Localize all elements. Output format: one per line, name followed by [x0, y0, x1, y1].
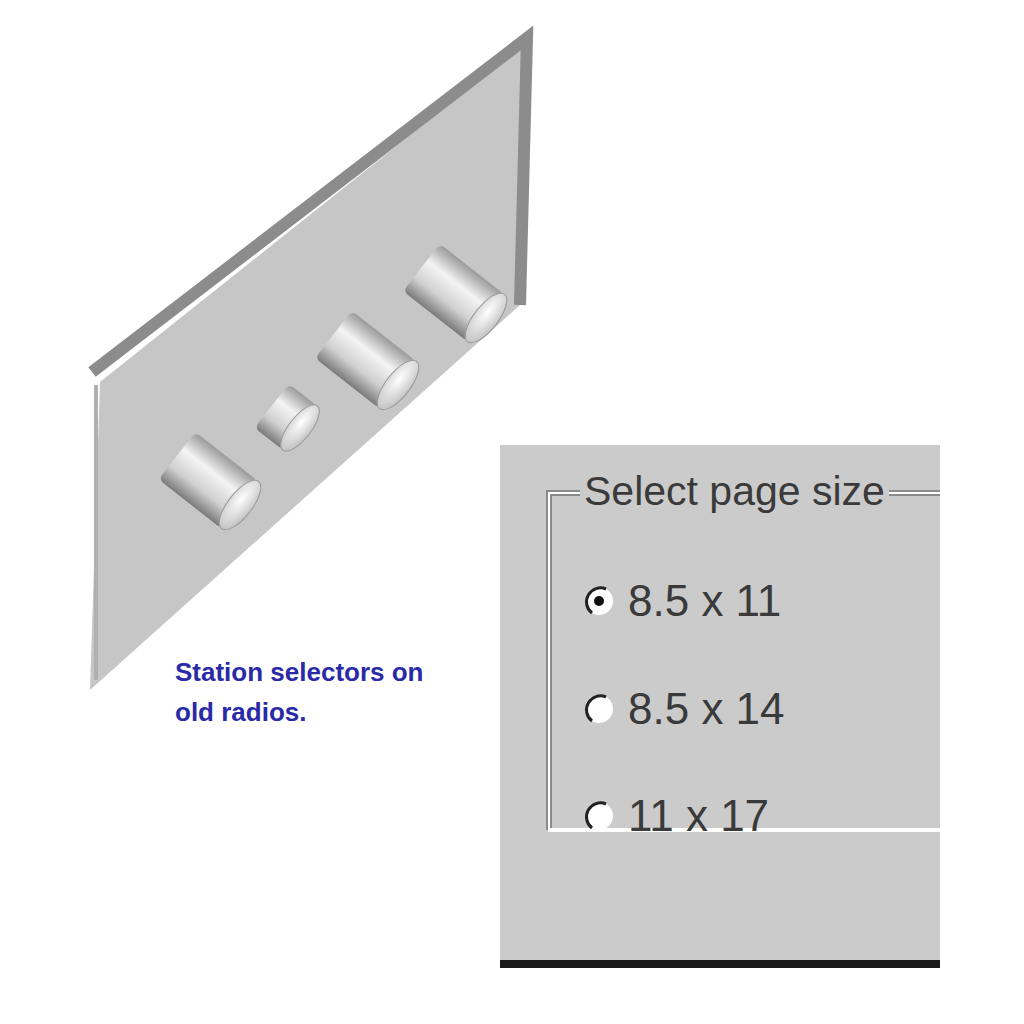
station-button — [403, 244, 514, 349]
radio-button — [582, 692, 616, 726]
panel-shadow — [500, 960, 940, 968]
group-heading: Select page size — [580, 464, 889, 518]
illustration-caption: Station selectors on old radios. — [175, 652, 465, 732]
station-button — [158, 432, 267, 536]
option-label: 11 x 17 — [628, 789, 769, 843]
station-button — [254, 384, 326, 457]
dialog-panel: Select page size 8.5 x 11 8.5 x 14 11 x 17 — [500, 445, 940, 960]
panel-rim — [92, 38, 527, 372]
radio-option: 8.5 x 14 — [582, 682, 785, 736]
radio-option: 11 x 17 — [582, 789, 769, 843]
station-button — [315, 311, 426, 416]
group-box: Select page size8.5 x 118.5 x 1411 x 17 — [548, 492, 940, 832]
option-label: 8.5 x 11 — [628, 574, 781, 628]
panel-rim — [94, 385, 98, 680]
radio-button — [582, 584, 616, 618]
option-label: 8.5 x 14 — [628, 682, 785, 736]
radio-button — [582, 799, 616, 833]
radio-panel — [90, 42, 527, 690]
radio-option: 8.5 x 11 — [582, 574, 781, 628]
